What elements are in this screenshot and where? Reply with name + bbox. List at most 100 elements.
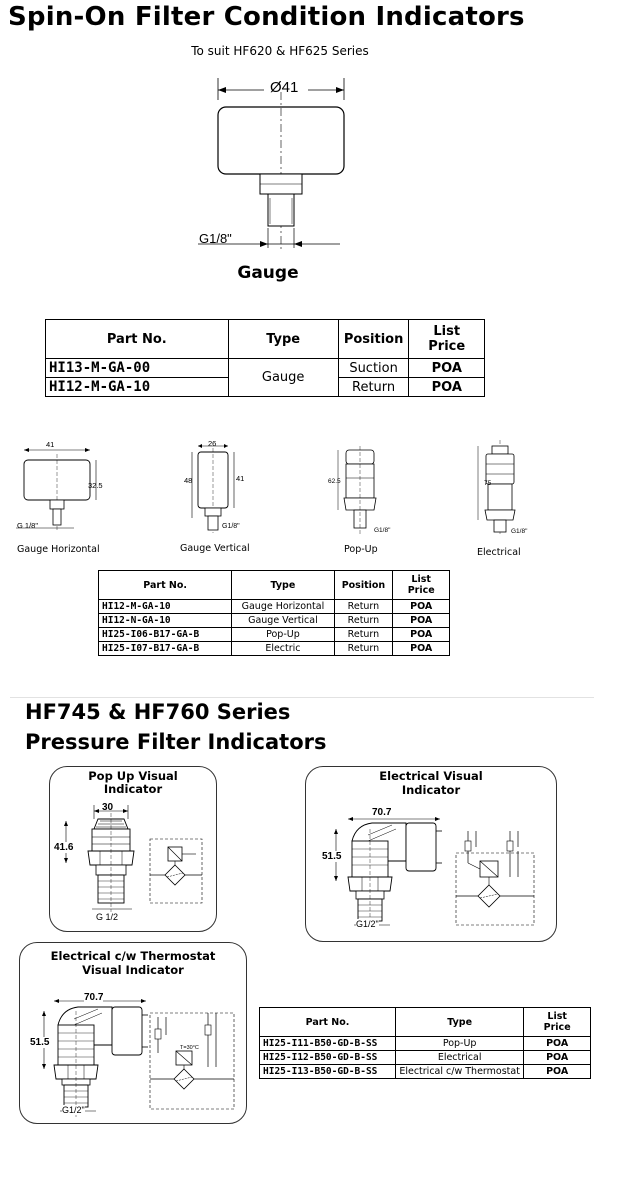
section-title-line1: HF745 & HF760 Series <box>25 700 291 724</box>
electrical-visual-title-l2: Indicator <box>401 783 461 797</box>
header-part-no: Part No. <box>97 570 233 600</box>
gauge-horizontal-drawing <box>16 448 97 530</box>
header-price: Price <box>428 339 466 354</box>
pressure-indicator-parts-table: Part No. Type List Price HI25-I11-B50-GD… <box>259 1007 591 1079</box>
part-price: POA <box>392 641 450 656</box>
header-part-no: Part No. <box>45 319 229 359</box>
part-price: POA <box>523 1050 591 1065</box>
part-position: Return <box>333 613 394 628</box>
popup-visual-title-l1: Pop Up Visual <box>88 769 178 783</box>
header-position: Position <box>337 319 410 359</box>
popup-small-drawing <box>337 446 377 534</box>
part-position: Suction <box>337 358 410 378</box>
gauge-drawing <box>198 78 345 250</box>
part-type: Electric <box>231 641 335 656</box>
part-number: HI25-I12-B50-GD-B-SS <box>259 1050 396 1065</box>
header-list: List <box>547 1011 567 1022</box>
indicator-parts-table: Part No. Type Position List Price HI12-M… <box>97 570 450 656</box>
table-row: HI25-I07-B17-GA-B Electric Return POA <box>97 641 450 656</box>
popup-visual-title-l2: Indicator <box>103 782 163 796</box>
section-divider <box>10 697 594 698</box>
part-number: HI13-M-GA-00 <box>45 358 229 378</box>
part-price: POA <box>408 358 485 378</box>
header-type: Type <box>394 1007 525 1037</box>
table-row: HI12-M-GA-10 Return POA <box>45 377 485 397</box>
header-list-price: List Price <box>392 570 450 600</box>
gauge-thread-label: G1/8" <box>199 231 232 246</box>
gauge-vertical-caption: Gauge Vertical <box>180 543 250 554</box>
gv-height-left-label: 48 <box>184 476 193 485</box>
header-list-price: List Price <box>523 1007 591 1037</box>
electrical-visual-panel: Electrical Visual Indicator <box>305 766 557 942</box>
header-part-no: Part No. <box>259 1007 396 1037</box>
gauge-horizontal-caption: Gauge Horizontal <box>17 544 100 555</box>
table-row: HI12-M-GA-10 Gauge Horizontal Return POA <box>97 599 450 614</box>
popup-small-caption: Pop-Up <box>344 544 378 555</box>
part-price: POA <box>523 1064 591 1079</box>
gv-width-label: 26 <box>208 439 217 448</box>
electrical-small-thread-label: G1/8" <box>511 528 528 535</box>
thermostat-temp-label: T=30°C <box>180 1045 199 1051</box>
part-price: POA <box>392 599 450 614</box>
part-type: Pop-Up <box>394 1036 525 1051</box>
part-type: Gauge Vertical <box>231 613 335 628</box>
header-price: Price <box>543 1022 571 1033</box>
table-header-row: Part No. Type Position List Price <box>97 570 450 600</box>
table-row: HI12-N-GA-10 Gauge Vertical Return POA <box>97 613 450 628</box>
gauge-caption: Gauge <box>237 263 299 283</box>
popup-visual-drawing <box>64 805 203 917</box>
table-row: HI13-M-GA-00 Gauge Suction POA <box>45 358 485 397</box>
page-title: Spin-On Filter Condition Indicators <box>8 2 525 32</box>
thermostat-visual-title-l2: Visual Indicator <box>82 963 184 977</box>
gv-height-right-label: 41 <box>236 474 245 483</box>
thermostat-visual-title-l1: Electrical c/w Thermostat <box>50 949 216 963</box>
thermostat-visual-width-label: 70.7 <box>84 992 104 1003</box>
popup-visual-thread-label: G 1/2 <box>96 912 119 922</box>
section-title-line2: Pressure Filter Indicators <box>25 730 327 754</box>
part-number: HI25-I11-B50-GD-B-SS <box>259 1036 396 1051</box>
part-type: Electrical <box>394 1050 525 1065</box>
header-type: Type <box>227 319 339 359</box>
popup-visual-panel: Pop Up Visual Indicator <box>49 766 217 932</box>
part-number: HI12-M-GA-10 <box>45 377 229 397</box>
part-price: POA <box>523 1036 591 1051</box>
gh-thread-label: G 1/8" <box>17 521 39 530</box>
part-position: Return <box>333 627 394 642</box>
electrical-visual-drawing <box>334 817 535 931</box>
popup-small-height-label: 62.5 <box>328 478 341 485</box>
part-position: Return <box>333 641 394 656</box>
table-row: HI25-I12-B50-GD-B-SS Electrical POA <box>259 1050 591 1065</box>
thermostat-visual-drawing <box>42 999 235 1117</box>
header-price: Price <box>407 585 435 596</box>
table-row: HI25-I11-B50-GD-B-SS Pop-Up POA <box>259 1036 591 1051</box>
thermostat-visual-height-label: 51.5 <box>30 1037 50 1048</box>
gauge-diameter-label: Ø41 <box>270 79 299 96</box>
header-type: Type <box>231 570 335 600</box>
electrical-visual-thread-label: G1/2" <box>356 919 379 929</box>
electrical-visual-title-l1: Electrical Visual <box>379 769 483 783</box>
table-row: HI25-I06-B17-GA-B Pop-Up Return POA <box>97 627 450 642</box>
electrical-visual-width-label: 70.7 <box>372 807 392 818</box>
table-header-row: Part No. Type List Price <box>259 1007 591 1037</box>
header-list: List <box>411 574 431 585</box>
part-type: Gauge <box>227 358 339 397</box>
gv-thread-label: G1/8" <box>222 523 240 530</box>
gh-height-label: 32.5 <box>88 481 103 490</box>
part-position: Return <box>333 599 394 614</box>
thermostat-visual-panel: Electrical c/w Thermostat Visual Indicat… <box>19 942 247 1124</box>
part-type: Pop-Up <box>231 627 335 642</box>
part-number: HI25-I06-B17-GA-B <box>97 627 233 642</box>
gh-width-label: 41 <box>46 440 55 449</box>
part-price: POA <box>408 377 485 397</box>
header-list: List <box>433 324 461 339</box>
popup-small-thread-label: G1/8" <box>374 527 391 534</box>
electrical-small-caption: Electrical <box>477 547 521 558</box>
part-number: HI12-N-GA-10 <box>97 613 233 628</box>
part-price: POA <box>392 613 450 628</box>
header-position: Position <box>333 570 394 600</box>
electrical-small-height-label: 75 <box>484 480 492 487</box>
part-number: HI12-M-GA-10 <box>97 599 233 614</box>
popup-visual-width-label: 30 <box>102 802 114 813</box>
electrical-visual-height-label: 51.5 <box>322 851 342 862</box>
thermostat-visual-thread-label: G1/2" <box>62 1105 85 1115</box>
